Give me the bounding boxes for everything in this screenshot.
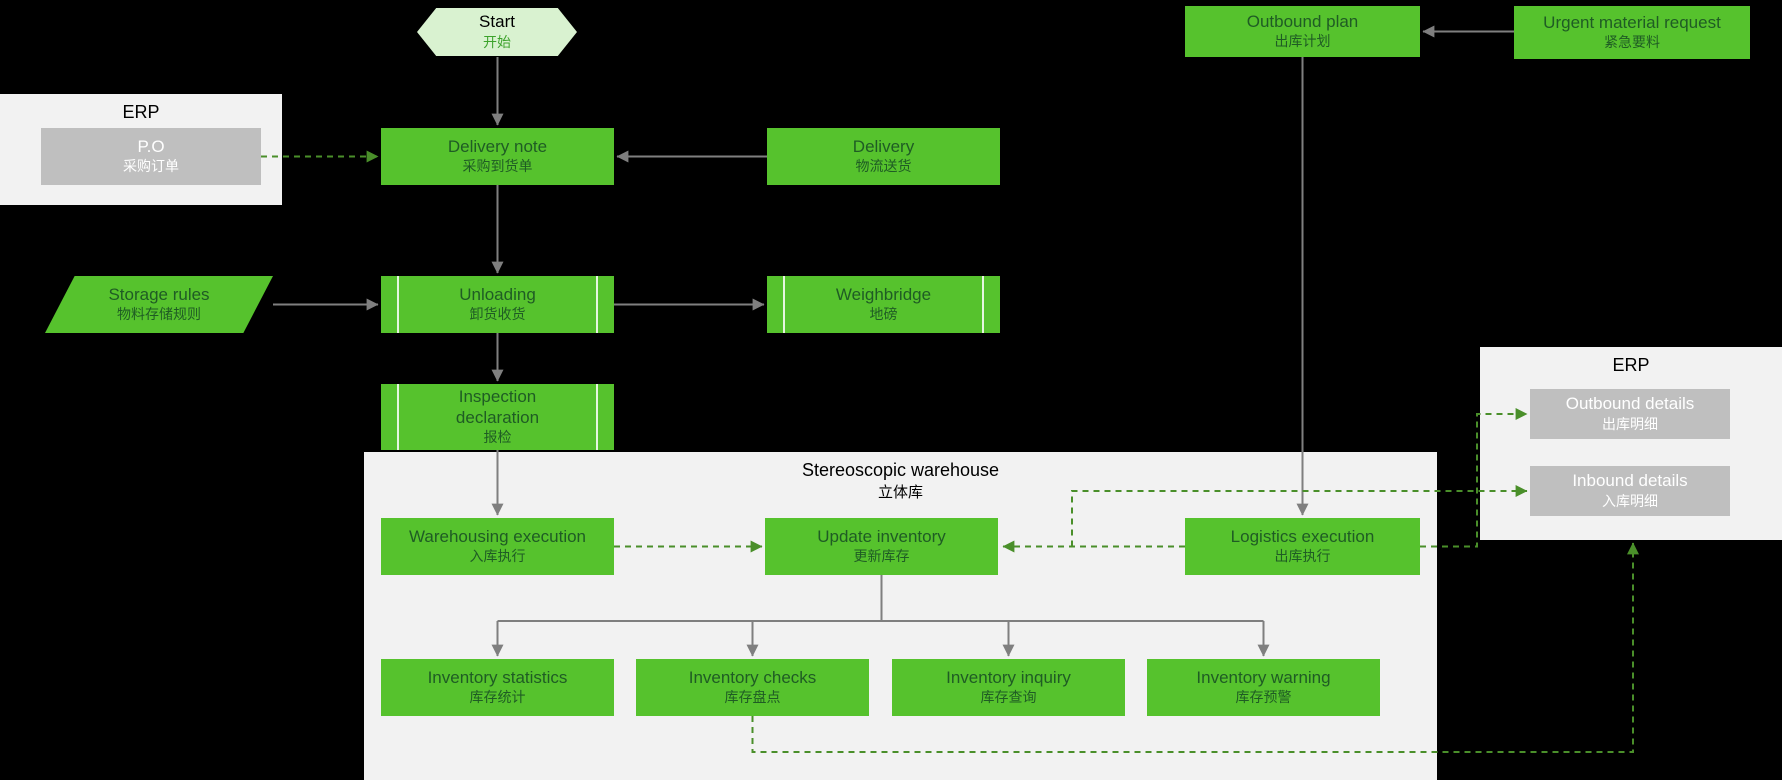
- erp-right-title: ERP: [1612, 355, 1650, 375]
- inspection-label-zh: 报检: [483, 428, 512, 445]
- node-logistics-execution: Logistics execution 出库执行: [1185, 518, 1420, 575]
- node-outbound-plan: Outbound plan 出库计划: [1185, 6, 1420, 57]
- node-update-inventory: Update inventory 更新库存: [765, 518, 998, 575]
- inventory-warning-label-en: Inventory warning: [1196, 667, 1331, 687]
- unloading-label-zh: 卸货收货: [469, 306, 526, 323]
- delivery-note-label-en: Delivery note: [447, 136, 548, 156]
- node-start: Start 开始: [417, 8, 577, 56]
- erp-left-container: ERP P.O 采购订单: [0, 94, 282, 205]
- node-urgent-material-request: Urgent material request 紧急要料: [1514, 6, 1750, 59]
- storage-rules-label-en: Storage rules: [108, 284, 210, 304]
- warehouse-title-zh: 立体库: [877, 484, 923, 501]
- node-inventory-inquiry: Inventory inquiry 库存查询: [892, 659, 1125, 716]
- erp-right-container: ERP Outbound details 出库明细 Inbound detail…: [1480, 347, 1782, 540]
- outbound-plan-label-zh: 出库计划: [1274, 33, 1331, 50]
- inbound-details-label-en: Inbound details: [1572, 471, 1688, 491]
- outbound-details-label-en: Outbound details: [1565, 394, 1695, 414]
- start-label-en: Start: [479, 12, 515, 32]
- warehouse-title-en: Stereoscopic warehouse: [801, 460, 1000, 480]
- node-inventory-statistics: Inventory statistics 库存统计: [381, 659, 614, 716]
- urgent-request-label-en: Urgent material request: [1543, 12, 1721, 32]
- inventory-warning-label-zh: 库存预警: [1235, 689, 1292, 706]
- node-inbound-details: Inbound details 入库明细: [1530, 466, 1730, 516]
- node-inspection-declaration: Inspection declaration 报检: [381, 384, 614, 450]
- po-label-zh: 采购订单: [123, 158, 179, 175]
- outbound-plan-label-en: Outbound plan: [1246, 11, 1359, 31]
- logistics-execution-label-en: Logistics execution: [1230, 526, 1375, 546]
- delivery-label-en: Delivery: [852, 136, 915, 156]
- update-inventory-label-zh: 更新库存: [853, 548, 910, 565]
- weighbridge-label-zh: 地磅: [869, 306, 898, 323]
- inventory-statistics-label-en: Inventory statistics: [427, 667, 568, 687]
- inventory-inquiry-label-en: Inventory inquiry: [946, 667, 1071, 687]
- node-storage-rules: Storage rules 物料存储规则: [45, 276, 273, 333]
- outbound-details-label-zh: 出库明细: [1602, 415, 1658, 432]
- po-label-en: P.O: [137, 136, 165, 156]
- node-outbound-details: Outbound details 出库明细: [1530, 389, 1730, 439]
- inventory-statistics-label-zh: 库存统计: [469, 689, 526, 706]
- inventory-checks-label-zh: 库存盘点: [724, 689, 781, 706]
- warehousing-execution-label-zh: 入库执行: [469, 548, 526, 565]
- delivery-label-zh: 物流送货: [855, 158, 912, 175]
- storage-rules-label-zh: 物料存储规则: [117, 306, 201, 323]
- node-unloading: Unloading 卸货收货: [381, 276, 614, 333]
- node-warehousing-execution: Warehousing execution 入库执行: [381, 518, 614, 575]
- inspection-label-en: Inspection declaration: [455, 387, 540, 427]
- inbound-details-label-zh: 入库明细: [1602, 492, 1658, 509]
- erp-left-title: ERP: [122, 102, 160, 122]
- inventory-checks-label-en: Inventory checks: [688, 667, 817, 687]
- update-inventory-label-en: Update inventory: [817, 526, 946, 546]
- inventory-inquiry-label-zh: 库存查询: [980, 689, 1037, 706]
- stereoscopic-warehouse-container: Stereoscopic warehouse 立体库: [364, 452, 1437, 780]
- weighbridge-label-en: Weighbridge: [835, 284, 932, 304]
- node-inventory-warning: Inventory warning 库存预警: [1147, 659, 1380, 716]
- delivery-note-label-zh: 采购到货单: [462, 158, 533, 175]
- urgent-request-label-zh: 紧急要料: [1604, 34, 1660, 51]
- node-delivery-note: Delivery note 采购到货单: [381, 128, 614, 185]
- start-label-zh: 开始: [483, 33, 511, 50]
- node-weighbridge: Weighbridge 地磅: [767, 276, 1000, 333]
- node-inventory-checks: Inventory checks 库存盘点: [636, 659, 869, 716]
- warehousing-execution-label-en: Warehousing execution: [408, 526, 587, 546]
- logistics-execution-label-zh: 出库执行: [1274, 548, 1331, 565]
- node-delivery: Delivery 物流送货: [767, 128, 1000, 185]
- node-po: P.O 采购订单: [41, 128, 261, 185]
- unloading-label-en: Unloading: [459, 284, 536, 304]
